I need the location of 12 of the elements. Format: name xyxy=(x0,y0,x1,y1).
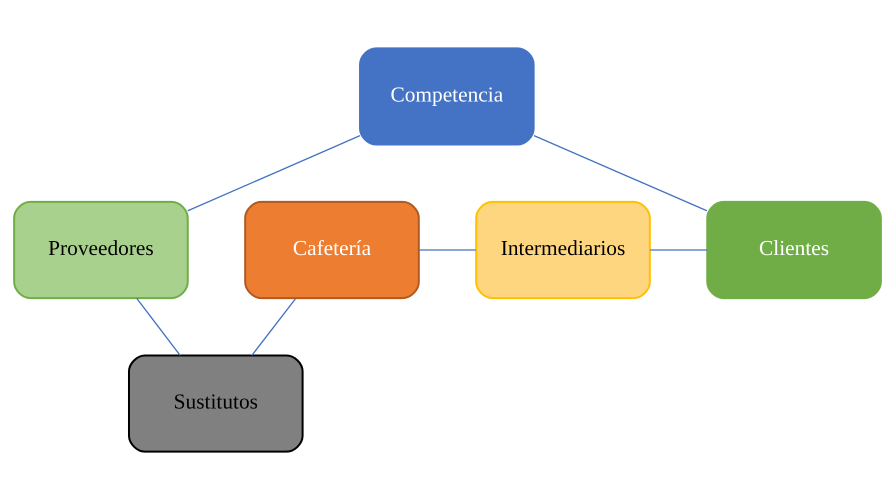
connector xyxy=(419,249,476,251)
node-box: Intermediarios xyxy=(475,200,651,300)
node-box: Sustitutos xyxy=(128,354,304,453)
node-box: Competencia xyxy=(359,47,535,146)
connector xyxy=(136,298,181,356)
node-box: Clientes xyxy=(706,200,882,300)
node-box: Proveedores xyxy=(13,200,189,300)
connector xyxy=(188,135,360,212)
connector xyxy=(251,298,296,356)
connector xyxy=(650,249,707,251)
node-box: Cafetería xyxy=(244,200,420,300)
connector xyxy=(534,135,708,212)
